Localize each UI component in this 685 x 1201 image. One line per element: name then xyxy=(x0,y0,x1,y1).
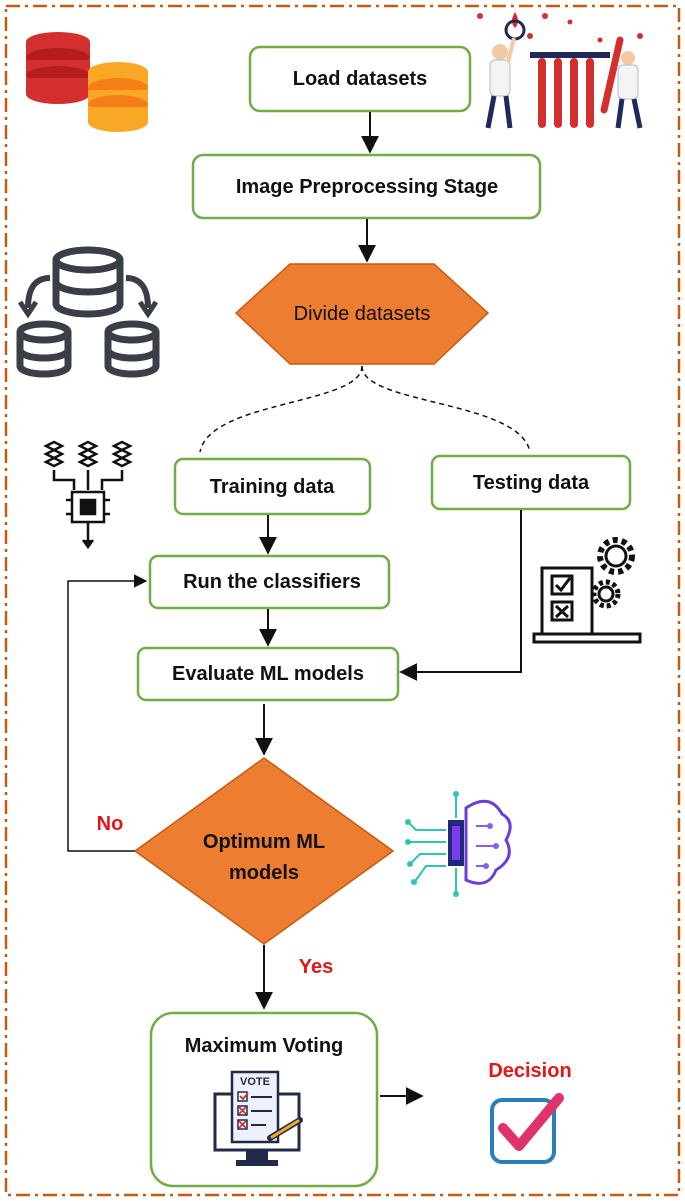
node-testing-data: Testing data xyxy=(430,454,632,511)
node-load-datasets-label: Load datasets xyxy=(293,68,427,90)
node-evaluate-models-label: Evaluate ML models xyxy=(172,663,364,685)
node-load-datasets: Load datasets xyxy=(248,45,472,113)
laptop-gears-icon xyxy=(532,537,642,644)
node-training-data: Training data xyxy=(173,457,372,516)
edge-label-yes: Yes xyxy=(299,956,333,978)
node-testing-data-label: Testing data xyxy=(473,472,590,494)
node-optimum-models-label-2: models xyxy=(229,862,299,884)
node-run-classifiers: Run the classifiers xyxy=(148,554,391,610)
node-optimum-models-label-1: Optimum ML xyxy=(203,831,325,853)
edge-testing-to-evaluate xyxy=(399,510,522,681)
edge-divide-to-testing xyxy=(361,365,531,453)
checkmark-icon xyxy=(490,1093,564,1164)
database-split-icon xyxy=(16,246,160,378)
node-optimum-models: Optimum ML models xyxy=(133,757,395,945)
node-maximum-voting: Maximum Voting VOTE xyxy=(149,1011,379,1188)
ai-brain-chip-icon xyxy=(405,791,512,897)
node-divide-datasets: Divide datasets xyxy=(234,263,490,365)
decision-label: Decision xyxy=(488,1060,571,1082)
lab-test-tubes-icon xyxy=(477,12,643,129)
node-divide-datasets-label: Divide datasets xyxy=(294,303,431,325)
node-image-preprocessing: Image Preprocessing Stage xyxy=(191,153,542,220)
vote-badge: VOTE xyxy=(240,1076,270,1088)
vote-screen-icon: VOTE xyxy=(213,1070,303,1166)
node-run-classifiers-label: Run the classifiers xyxy=(183,571,361,593)
database-stack-icon xyxy=(26,32,148,132)
node-training-data-label: Training data xyxy=(210,476,335,498)
edge-optimum-no-loop xyxy=(67,574,148,852)
edge-divide-to-training xyxy=(199,365,363,453)
chip-network-icon xyxy=(43,440,133,550)
node-maximum-voting-label: Maximum Voting xyxy=(185,1035,344,1057)
edge-label-no: No xyxy=(97,813,124,835)
node-image-preprocessing-label: Image Preprocessing Stage xyxy=(236,176,498,198)
outer-frame xyxy=(4,4,681,1197)
node-evaluate-models: Evaluate ML models xyxy=(136,646,400,702)
